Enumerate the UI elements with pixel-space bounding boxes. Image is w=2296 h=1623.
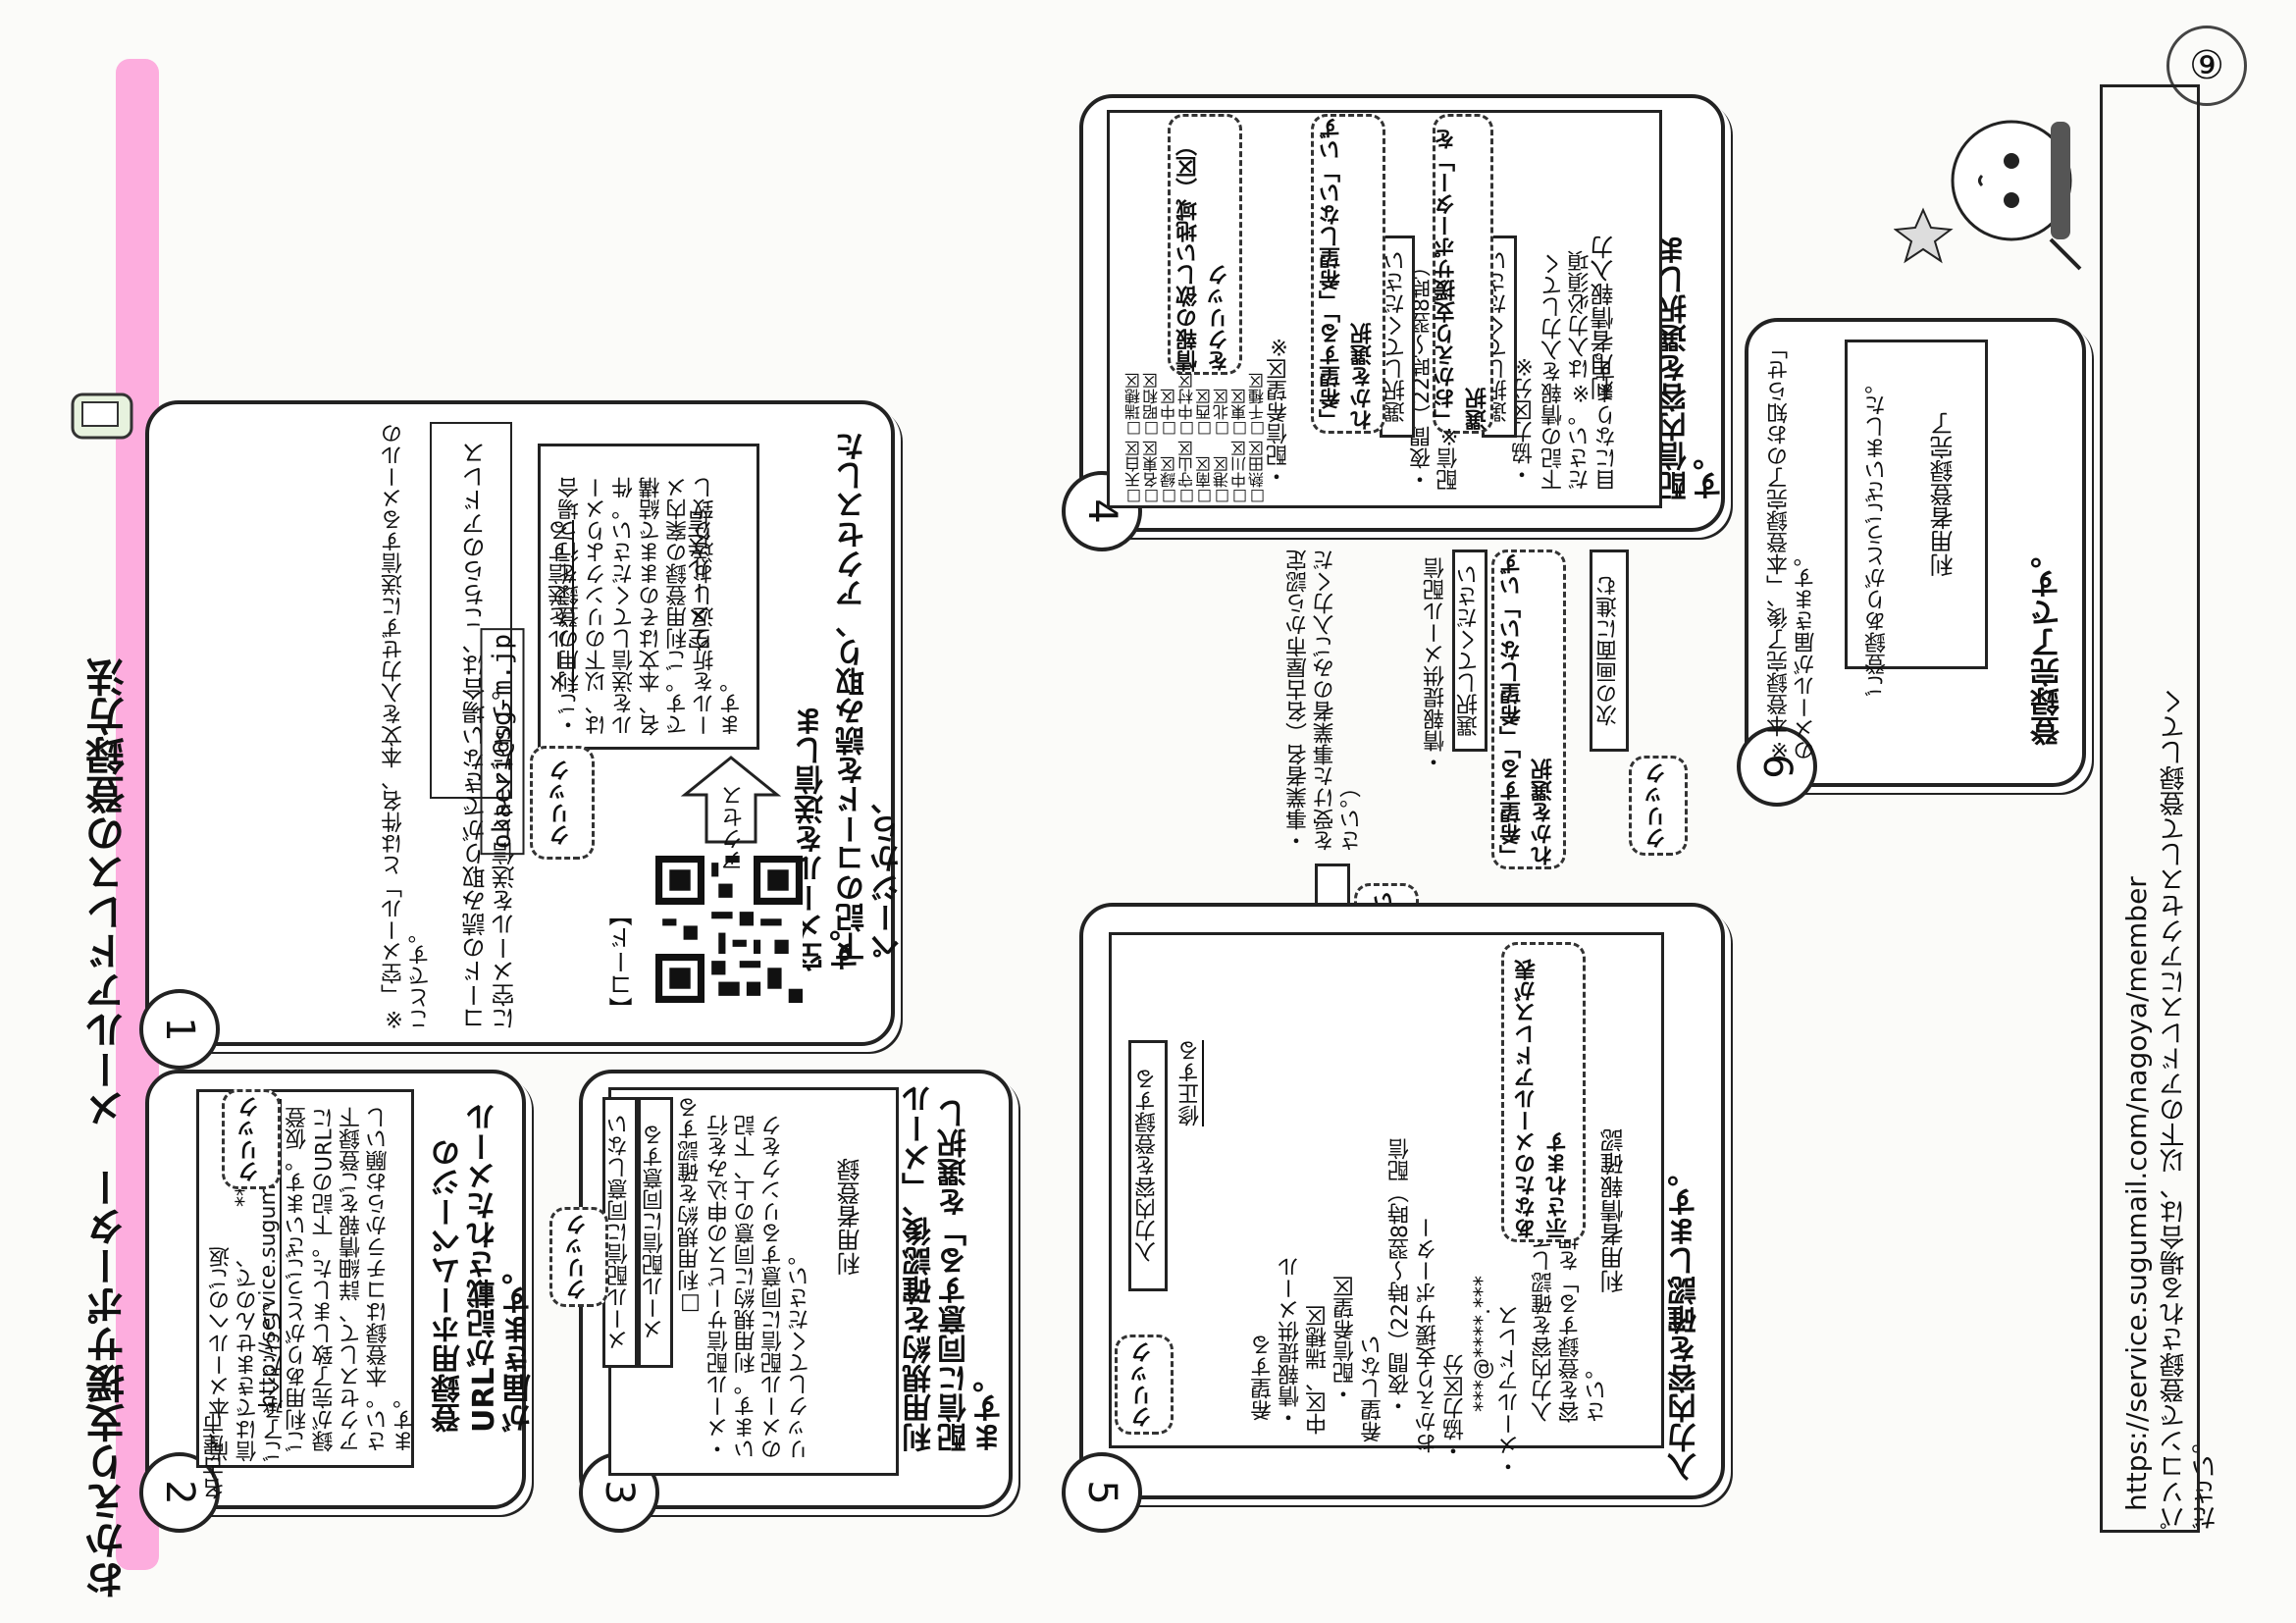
step1-number: 1	[139, 989, 220, 1070]
business-label: ・事業者名（名古屋市から認定を受けた事業者のみご入力ください。）	[1286, 550, 1365, 852]
ward-label: □守山区	[1177, 441, 1196, 506]
step6-screen-heading: 利用者登録完了	[1930, 412, 1957, 577]
step1-phone-screen	[538, 444, 759, 750]
page-title: おかえり支援サポーター メールアドレスの登録方法	[86, 657, 131, 1599]
confirm-night-value: 希望しない	[1361, 1335, 1385, 1442]
night-delivery-note: 「希望する」「希望しない」いずれかを選択	[1311, 114, 1385, 434]
ward-checkbox-item[interactable]: □東区	[1230, 373, 1249, 439]
step4-intro: 下記の情報を入力してください。※は入力必須項目になります。	[1541, 250, 1620, 491]
confirm-email-label: ・メールアドレス	[1498, 1305, 1523, 1478]
ward-label: □名東区	[1142, 441, 1161, 506]
confirm-night-label: ・夜間（22時〜翌8時）配信	[1388, 1138, 1413, 1417]
page-number: ⑨	[2166, 26, 2247, 106]
next-screen-button[interactable]: 次の画面に進む	[1590, 550, 1629, 752]
ward-label: □千種区	[1248, 373, 1267, 439]
ward-label: □港区	[1213, 456, 1231, 506]
info-mail-select[interactable]: 選択してください	[1452, 550, 1487, 752]
step3-screen-heading: 利用者登録	[837, 1158, 864, 1276]
register-button[interactable]: 入力内容を登録する	[1128, 1040, 1168, 1291]
step3-title: 利用規約を確認後、「メール配信に同意する」を選択します。	[903, 1084, 1008, 1452]
ward-label: □天白区	[1124, 441, 1143, 506]
ward-checkbox-item[interactable]: □北区	[1213, 373, 1231, 439]
ward-checkbox-list: □千種区□東区□北区□西区□中村区□中区□昭和区□瑞穂区□熱田区□中川区□港区□…	[1119, 373, 1267, 506]
agree-button[interactable]: メール配信に同意する	[638, 1097, 673, 1368]
ward-checkbox-item[interactable]: □昭和区	[1142, 373, 1161, 439]
terms-check-link[interactable]: □利用規約を確認する	[678, 1097, 703, 1316]
step2-sender: 名古屋市	[203, 1413, 228, 1499]
code-label: 【コード】	[609, 903, 637, 1021]
step4-title: 配信内容を選択します。	[1658, 236, 1728, 500]
step5-click-label: クリック	[1115, 1335, 1174, 1435]
step5-title: 入力内容を確認します。	[1668, 1158, 1702, 1482]
confirm-info-label: ・情報提供メール	[1278, 1256, 1303, 1429]
step1-screen-text: ・ご利用の登録を行う場合は、以下のリンクよりメールを送信してください。件名、本文…	[558, 477, 745, 736]
ward-label: □昭和区	[1142, 373, 1161, 439]
confirm-email-value: ***@****.***	[1471, 1276, 1495, 1412]
info-mail-label: ・情報提供メール配信	[1424, 557, 1448, 773]
ward-label: □中川区	[1230, 441, 1249, 506]
ward-label: □西区	[1195, 389, 1214, 439]
mobile-phone-icon	[71, 393, 133, 440]
ward-checkbox-item[interactable]: □中村区	[1177, 373, 1196, 439]
ward-checkbox-item[interactable]: □中区	[1160, 373, 1178, 439]
email-display-note: あなたのメールアドレスが表示されます	[1501, 942, 1586, 1242]
ward-checkbox-item[interactable]: □港区	[1213, 441, 1231, 506]
ward-checkbox-item[interactable]: □千種区	[1248, 373, 1267, 439]
step2-title: 登録用ホームページのURLが記載されたメールが届きます。	[432, 1102, 537, 1433]
step3-screen-text: ・メール配信サービスの申込みを行います。利用規約に同意の上、下記のメール配信に同…	[707, 1115, 813, 1460]
confirm-info-value: 希望する	[1251, 1335, 1276, 1421]
step2-click-label: クリック	[222, 1089, 281, 1189]
step4-click-label: クリック	[1629, 756, 1688, 856]
ward-label: □熱田区	[1248, 441, 1267, 506]
qr-code	[655, 856, 803, 1003]
info-mail-note: 「希望する」「希望しない」いずれかを選択	[1491, 550, 1566, 869]
step6-title: 登録完了です。	[2031, 540, 2065, 746]
ward-label: □北区	[1213, 389, 1231, 439]
email-address: okaeri@sg-m.jp	[481, 628, 525, 856]
ward-checkbox-item[interactable]: □熱田区	[1248, 441, 1267, 506]
email-address-box	[430, 422, 512, 799]
empty-mail-note: ※「空メール」とは件名、本文を入力せずに送信するメールのことです。	[382, 423, 434, 1030]
ward-label: □瑞穂区	[1124, 373, 1143, 439]
step5-number: 5	[1062, 1452, 1142, 1533]
ward-label: □中村区	[1177, 373, 1196, 439]
confirm-category-label: ・協力区分	[1443, 1354, 1468, 1462]
step2-mail-text: ご利用ありがとうございます。仮登録が完了致しました。下記のURLにアクセスして、…	[286, 1107, 418, 1452]
step3-click-label: クリック	[549, 1207, 608, 1307]
ward-checkbox-item[interactable]: □中川区	[1230, 441, 1249, 506]
ward-label: □東区	[1230, 389, 1249, 439]
ward-checkbox-item[interactable]: □天白区	[1124, 441, 1143, 506]
area-label: ・配信希望区※	[1267, 334, 1291, 488]
ward-label: □中区	[1160, 389, 1178, 439]
access-arrow	[680, 756, 782, 844]
confirm-area-value: 中区、瑞穂区	[1306, 1305, 1331, 1435]
ward-checkbox-item[interactable]: □南区	[1195, 441, 1214, 506]
mascot-character-illustration	[1894, 120, 2082, 271]
ward-label: □南区	[1195, 456, 1214, 506]
step6-thanks-text: ご登録ありがとうございました。	[1865, 373, 1890, 697]
ward-checkbox-item[interactable]: □西区	[1195, 373, 1214, 439]
edit-link[interactable]: 修正する	[1178, 1040, 1203, 1126]
confirm-area-label: ・配信希望区	[1333, 1276, 1358, 1405]
ward-checkbox-item[interactable]: □守山区	[1177, 441, 1196, 506]
step6-screen	[1845, 340, 1988, 669]
send-mail-link[interactable]: メールを送信する	[548, 520, 573, 693]
step1-click-label: クリック	[530, 746, 595, 860]
night-delivery-label: ・夜間（22時〜翌8時）配信※	[1410, 255, 1462, 491]
step6-note: ※本登録完了後、「本登録完了のお知らせ」のメールが届きます。	[1767, 348, 1819, 761]
ward-label: □緑区	[1160, 456, 1178, 506]
access-label: アクセス	[722, 785, 747, 871]
pc-note-frame	[2100, 84, 2200, 1533]
ward-checkbox-item[interactable]: □名東区	[1142, 441, 1161, 506]
step1-title-line2: 空メールを送信します。	[795, 707, 864, 971]
ward-checkbox-item[interactable]: □緑区	[1160, 441, 1178, 506]
step5-screen-heading: 利用者情報確認	[1600, 1128, 1628, 1293]
confirm-category-value: おかえり支援サポーター	[1416, 1217, 1440, 1454]
area-note: 情報の欲しい地域（区）をクリック	[1168, 114, 1242, 375]
ward-checkbox-item[interactable]: □瑞穂区	[1124, 373, 1143, 439]
